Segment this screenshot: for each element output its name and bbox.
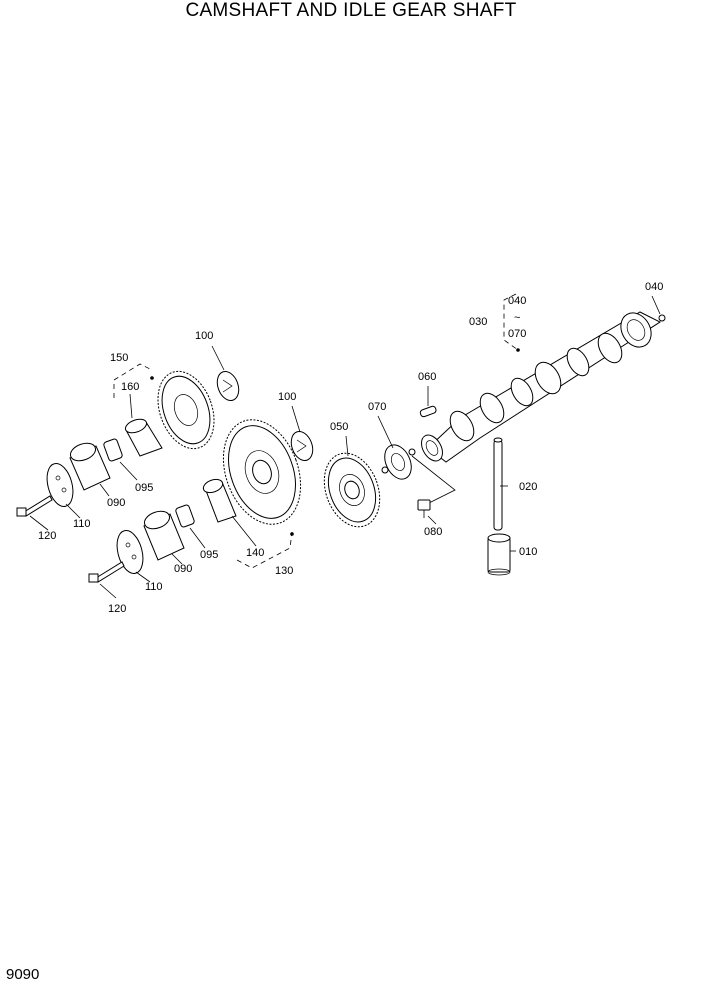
label-070: 070	[368, 401, 386, 413]
label-020: 020	[519, 481, 537, 493]
label-070-range: 070	[508, 328, 526, 340]
label-120-upper: 120	[38, 530, 56, 542]
idle-gear-large	[202, 419, 302, 525]
page-number: 9090	[6, 966, 40, 983]
thrust-washer-left	[216, 370, 240, 402]
camshaft-assembly	[419, 311, 666, 463]
cam-gear	[323, 452, 381, 528]
group-bracket-150	[113, 363, 153, 398]
thrust-plate-and-bolts	[381, 444, 456, 518]
idle-gear-small	[124, 370, 215, 457]
idle-shaft-upper	[16, 438, 123, 517]
label-095-upper: 095	[135, 482, 153, 494]
label-060: 060	[418, 371, 436, 383]
label-130: 130	[275, 565, 293, 577]
label-110-lower: 110	[145, 581, 163, 593]
label-030: 030	[469, 316, 487, 328]
label-120-lower: 120	[108, 603, 126, 615]
thrust-washer-right	[290, 430, 314, 462]
label-040: 040	[645, 281, 663, 293]
leader-lines	[29, 295, 661, 599]
label-100-right: 100	[278, 391, 296, 403]
label-040-range: 040	[508, 295, 526, 307]
label-090-upper: 090	[107, 497, 125, 509]
label-160: 160	[121, 381, 139, 393]
push-rod-and-tappet	[487, 437, 511, 576]
label-080: 080	[424, 526, 442, 538]
label-150: 150	[110, 352, 128, 364]
label-110-upper: 110	[73, 518, 91, 530]
label-range-tilde: ~	[514, 312, 520, 324]
label-140: 140	[246, 547, 264, 559]
label-095-lower: 095	[200, 549, 218, 561]
label-050: 050	[330, 421, 348, 433]
label-090-lower: 090	[174, 563, 192, 575]
label-010: 010	[519, 546, 537, 558]
label-100-left: 100	[195, 330, 213, 342]
page-title: CAMSHAFT AND IDLE GEAR SHAFT	[185, 0, 517, 21]
idle-shaft-lower	[88, 504, 195, 583]
group-bracket-130	[236, 531, 293, 569]
